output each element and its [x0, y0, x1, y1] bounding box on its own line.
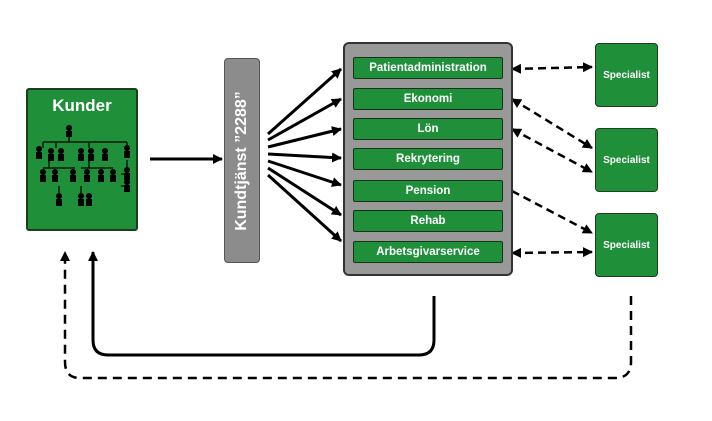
- return-arrow-dashed: [60, 251, 633, 380]
- service-rekrytering: Rekrytering: [353, 148, 503, 170]
- service-ekonomi: Ekonomi: [353, 88, 503, 110]
- specialist-links: [511, 62, 593, 258]
- kundtjanst-bar: Kundtjänst ”2288”: [224, 58, 260, 263]
- service-arbetsgivarservice: Arbetsgivarservice: [353, 241, 503, 263]
- service-patientadministration: Patientadministration: [353, 57, 503, 79]
- specialist-box-2: Specialist: [595, 128, 658, 192]
- specialist-box-3: Specialist: [595, 213, 658, 277]
- kundtjanst-label: Kundtjänst ”2288”: [233, 90, 250, 231]
- service-lon: Lön: [353, 118, 503, 140]
- service-pension: Pension: [353, 180, 503, 202]
- kunder-title: Kunder: [52, 96, 112, 115]
- org-chart-icon: [36, 125, 130, 206]
- fan-arrows: [266, 67, 343, 243]
- services-panel: Patientadministration Ekonomi Lön Rekryt…: [343, 42, 513, 276]
- return-arrow-solid: [88, 251, 436, 357]
- kunder-box: Kunder: [26, 88, 138, 231]
- specialist-box-1: Specialist: [595, 43, 658, 107]
- service-rehab: Rehab: [353, 210, 503, 232]
